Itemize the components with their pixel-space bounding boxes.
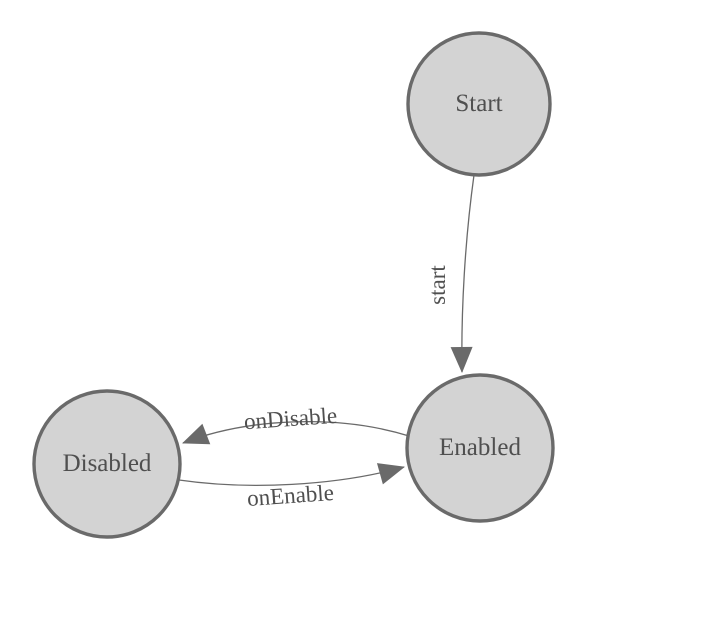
edge-label-ondisable: onDisable bbox=[243, 403, 338, 434]
node-enabled: Enabled bbox=[405, 373, 555, 523]
edge-line-start bbox=[450, 174, 475, 373]
node-enabled-label: Enabled bbox=[439, 434, 521, 461]
node-disabled-circle bbox=[32, 389, 182, 539]
edge-enabled-to-disabled: onDisable bbox=[182, 403, 410, 445]
edge-start-to-enabled: start bbox=[425, 174, 475, 373]
node-start: Start bbox=[406, 31, 552, 177]
node-start-label: Start bbox=[455, 90, 502, 117]
edge-line-ondisable bbox=[182, 420, 410, 445]
edge-label-onenable: onEnable bbox=[246, 480, 334, 511]
node-start-circle bbox=[406, 31, 552, 177]
node-enabled-circle bbox=[405, 373, 555, 523]
edge-label-start: start bbox=[425, 265, 450, 305]
node-disabled: Disabled bbox=[32, 389, 182, 539]
node-disabled-label: Disabled bbox=[63, 450, 152, 477]
edge-line-onenable bbox=[178, 463, 405, 486]
edge-disabled-to-enabled: onEnable bbox=[178, 463, 405, 511]
